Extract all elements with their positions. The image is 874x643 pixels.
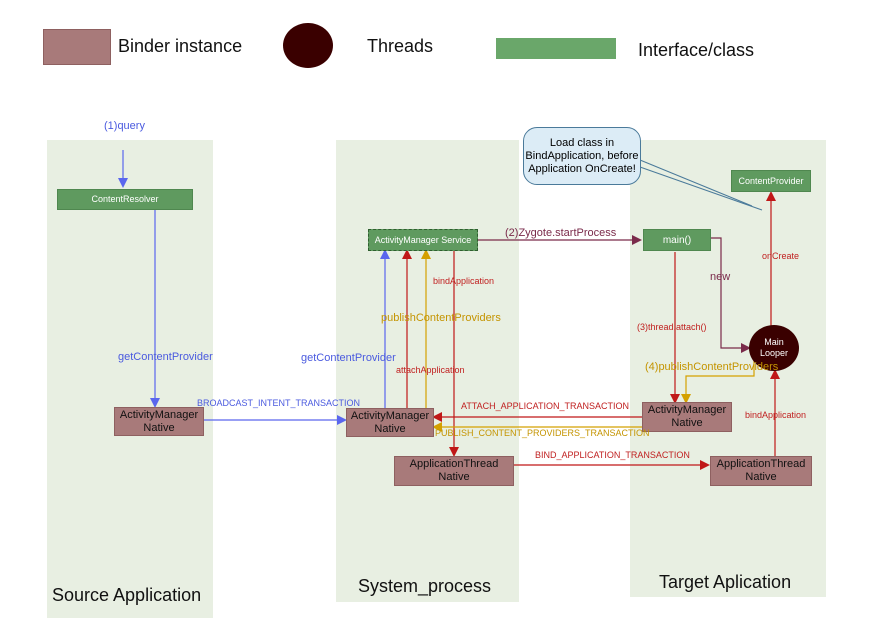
label-get-content-provider-source: getContentProvider: [118, 351, 213, 363]
label-on-create: onCreate: [762, 251, 800, 261]
activity-manager-service-node: ActivityManager Service: [368, 229, 478, 251]
legend-binder-swatch: [43, 29, 111, 65]
lane-target-application: [630, 140, 826, 597]
lane-title-system: System_process: [358, 576, 492, 596]
system-activity-manager-native-node: ActivityManager Native: [346, 408, 434, 437]
callout-load-class-note: Load class in BindApplication, before Ap…: [523, 127, 641, 185]
lane-system-process: [336, 140, 519, 602]
legend-binder-label: Binder instance: [118, 36, 243, 56]
label-query: (1)query: [104, 120, 145, 132]
label-bind-application-system: bindApplication: [433, 276, 495, 286]
main-node: main(): [643, 229, 711, 251]
source-activity-manager-native-node: ActivityManager Native: [114, 407, 204, 436]
target-application-thread-native-node: ApplicationThread Native: [710, 456, 812, 486]
label-bind-transaction: BIND_APPLICATION_TRANSACTION: [535, 450, 690, 460]
callout-pointer-1: [639, 166, 763, 211]
callout-pointer-2: [639, 159, 753, 207]
label-bind-application-target: bindApplication: [745, 410, 807, 420]
lane-title-target: Target Aplication: [659, 572, 792, 592]
lane-title-source: Source Application: [52, 585, 202, 605]
legend-thread-swatch: [283, 23, 333, 68]
lane-source-application: [47, 140, 213, 618]
content-provider-node: ContentProvider: [731, 170, 811, 192]
arrow-publish-content-providers-target: [681, 360, 755, 404]
label-zygote-start-process: (2)Zygote.startProcess: [505, 227, 617, 239]
label-publish-content-providers-system: publishContentProviders: [381, 312, 501, 324]
label-publish-content-providers-target: (4)publishContentProviders: [645, 361, 779, 373]
target-activity-manager-native-node: ActivityManager Native: [642, 402, 732, 432]
system-application-thread-native-node: ApplicationThread Native: [394, 456, 514, 486]
legend-interface-swatch: [496, 38, 616, 59]
label-attach-transaction: ATTACH_APPLICATION_TRANSACTION: [461, 401, 630, 411]
label-publish-transaction: PUBLISH_CONTENT_PROVIDERS_TRANSACTION: [435, 428, 650, 438]
label-thread-attach: (3)thread.attach(): [637, 322, 707, 332]
legend-interface-label: Interface/class: [638, 40, 755, 60]
main-looper-thread: Main Looper: [749, 325, 799, 371]
legend-threads-label: Threads: [367, 36, 434, 56]
label-attach-application: attachApplication: [396, 365, 465, 375]
content-resolver-node: ContentResolver: [57, 189, 193, 210]
arrow-new-main-looper: [711, 237, 751, 353]
label-new: new: [710, 271, 731, 283]
label-broadcast-transaction: BROADCAST_INTENT_TRANSACTION: [197, 398, 361, 408]
label-get-content-provider-system: getContentProvider: [301, 352, 396, 364]
